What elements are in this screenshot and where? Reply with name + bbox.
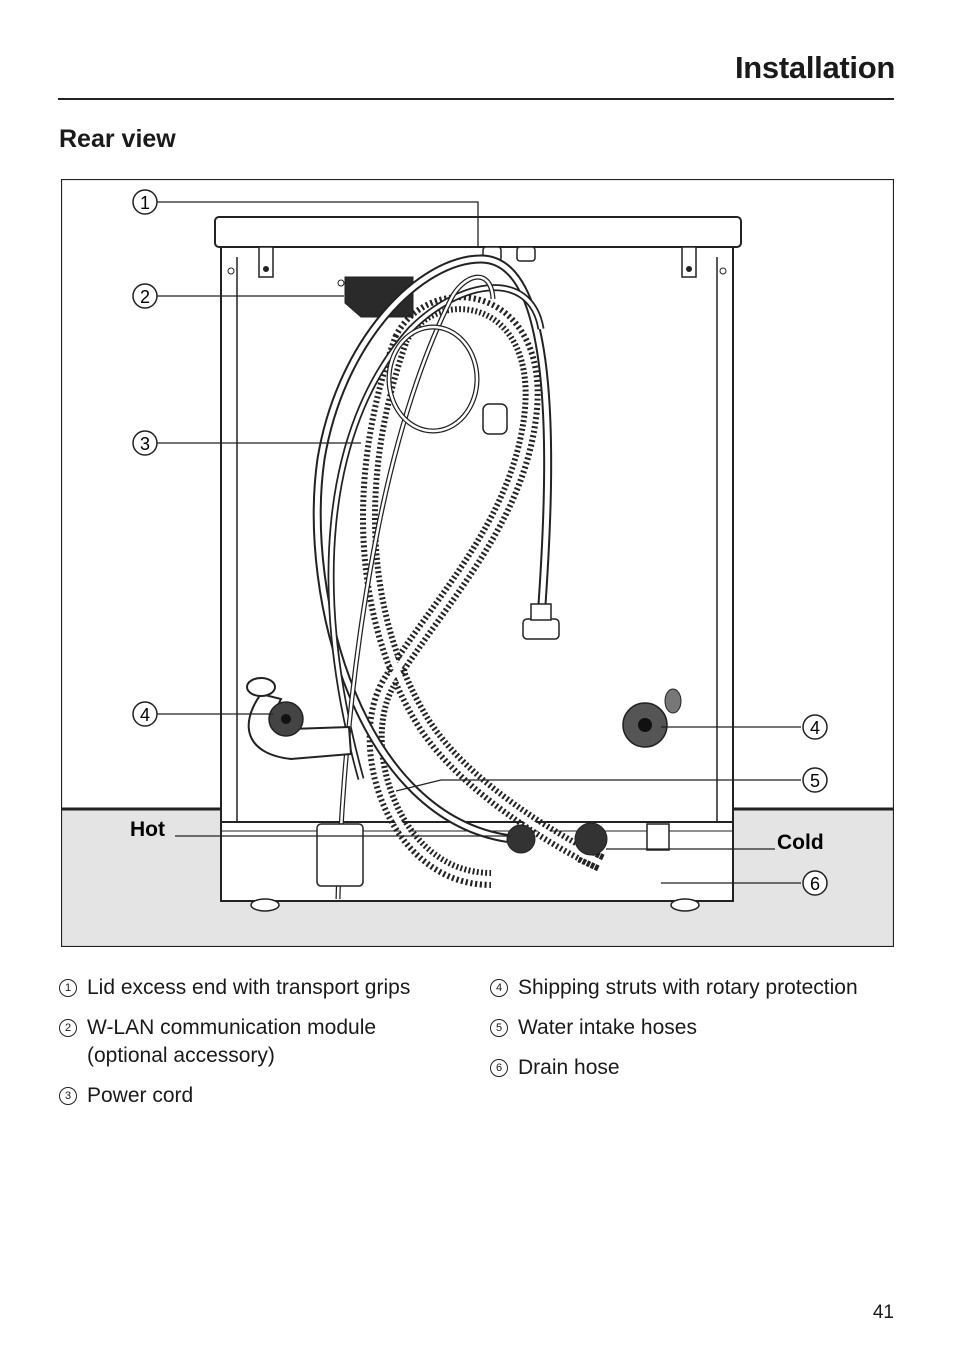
svg-text:3: 3 xyxy=(140,434,150,454)
water-intake-hose-hot-inner xyxy=(314,256,551,842)
legend-text: Water intake hoses xyxy=(518,1016,697,1039)
leader-5 xyxy=(395,779,801,792)
power-plug xyxy=(482,403,508,435)
rotary-protection-right-tab xyxy=(664,688,682,714)
svg-text:6: 6 xyxy=(810,874,820,894)
leader-1 xyxy=(157,201,479,247)
legend-item: 3 Power cord xyxy=(59,1082,479,1110)
section-heading: Rear view xyxy=(59,125,176,153)
legend-text: Drain hose xyxy=(518,1056,620,1079)
svg-text:5: 5 xyxy=(810,771,820,791)
callout-6: 6 xyxy=(802,870,828,896)
callout-5: 5 xyxy=(802,767,828,793)
lid-tab-2 xyxy=(516,246,536,262)
svg-text:4: 4 xyxy=(140,705,150,725)
legend-item: 4 Shipping struts with rotary protection xyxy=(490,974,910,1002)
hot-connection xyxy=(506,824,536,854)
legend-number-4: 4 xyxy=(490,979,508,997)
callout-4-right: 4 xyxy=(802,714,828,740)
legend-right: 4 Shipping struts with rotary protection… xyxy=(490,974,910,1094)
base-panel-left xyxy=(316,823,364,887)
callout-3: 3 xyxy=(132,430,158,456)
page-header-title: Installation xyxy=(734,50,895,85)
page-number: 41 xyxy=(872,1302,894,1323)
svg-text:4: 4 xyxy=(810,718,820,738)
legend-item: 2 W-LAN communication module (optional a… xyxy=(59,1014,479,1070)
legend-left: 1 Lid excess end with transport grips 2 … xyxy=(59,974,479,1122)
rear-view-illustration: 1 2 3 4 4 5 6 Hot Cold xyxy=(61,179,894,947)
hose-connector xyxy=(522,618,560,640)
svg-text:1: 1 xyxy=(140,193,150,213)
hot-label: Hot xyxy=(130,818,165,841)
legend-item: 5 Water intake hoses xyxy=(490,1014,910,1042)
cold-connection xyxy=(646,823,670,851)
wlan-screw xyxy=(337,279,345,287)
body-screw-right xyxy=(719,267,727,275)
grip-screw-right xyxy=(686,266,692,272)
power-cord-coil-inner xyxy=(387,325,479,433)
cold-label: Cold xyxy=(777,831,824,854)
water-intake-hose-cold-inner xyxy=(329,285,543,780)
legend-text: Lid excess end with transport grips xyxy=(87,976,411,999)
legend-text: W-LAN communication module (optional acc… xyxy=(87,1016,377,1067)
legend-number-5: 5 xyxy=(490,1019,508,1037)
legend-item: 1 Lid excess end with transport grips xyxy=(59,974,479,1002)
transport-grip-right xyxy=(681,246,697,278)
legend-number-3: 3 xyxy=(59,1087,77,1105)
foot-left xyxy=(250,898,280,912)
drain-hose-inner xyxy=(365,300,604,882)
legend-number-2: 2 xyxy=(59,1019,77,1037)
legend-text: Shipping struts with rotary protection xyxy=(518,976,858,999)
body-screw-left xyxy=(227,267,235,275)
callout-4-left: 4 xyxy=(132,701,158,727)
figure-frame xyxy=(61,179,894,947)
rotary-protection-right-hub xyxy=(638,718,652,732)
grip-screw-left xyxy=(263,266,269,272)
legend-number-1: 1 xyxy=(59,979,77,997)
drain-connection xyxy=(574,822,608,856)
foot-right xyxy=(670,898,700,912)
legend-text: Power cord xyxy=(87,1084,194,1107)
svg-text:2: 2 xyxy=(140,287,150,307)
header-rule xyxy=(58,98,894,100)
legend-item: 6 Drain hose xyxy=(490,1054,910,1082)
callout-1: 1 xyxy=(132,189,158,215)
legend-number-6: 6 xyxy=(490,1059,508,1077)
strut-left-opening xyxy=(246,677,276,697)
transport-grip-left xyxy=(258,246,274,278)
hose-connector-body xyxy=(530,603,552,621)
callout-2: 2 xyxy=(132,283,158,309)
rotary-protection-left-hub xyxy=(281,714,291,724)
power-cord-inner xyxy=(336,276,495,900)
